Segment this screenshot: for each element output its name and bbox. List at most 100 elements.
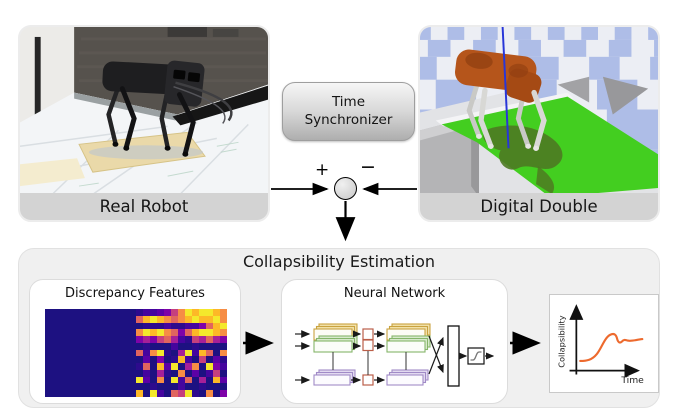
heatmap-cell	[136, 336, 143, 343]
heatmap-cell	[213, 322, 220, 330]
heatmap-cell	[87, 356, 94, 364]
heatmap-cell	[192, 349, 199, 357]
heatmap-cell	[220, 329, 227, 337]
digital-double-photo	[420, 27, 658, 197]
heatmap-cell	[94, 369, 101, 377]
heatmap-cell	[206, 315, 213, 323]
heatmap-cell	[101, 329, 108, 337]
heatmap-cell	[94, 315, 101, 323]
heatmap-cell	[150, 369, 157, 377]
heatmap-cell	[206, 376, 213, 384]
heatmap-cell	[157, 315, 164, 323]
heatmap-cell	[101, 383, 108, 391]
heatmap-cell	[136, 383, 143, 391]
heatmap-cell	[73, 356, 80, 364]
heatmap-cell	[143, 376, 150, 384]
heatmap-cell	[136, 309, 143, 316]
heatmap-cell	[73, 349, 80, 357]
heatmap-cell	[199, 349, 206, 357]
heatmap-cell	[59, 309, 66, 316]
time-synchronizer-box: Time Synchronizer	[282, 82, 415, 141]
heatmap-cell	[59, 376, 66, 384]
heatmap-cell	[143, 383, 150, 391]
heatmap-cell	[108, 309, 115, 316]
heatmap-cell	[45, 342, 52, 350]
heatmap-cell	[45, 376, 52, 384]
heatmap-cell	[199, 363, 206, 370]
heatmap-cell	[213, 349, 220, 357]
heatmap-cell	[87, 342, 94, 350]
collapsibility-curve	[579, 332, 644, 363]
heatmap-cell	[178, 315, 185, 323]
heatmap-cell	[199, 309, 206, 316]
heatmap-cell	[101, 336, 108, 343]
heatmap-cell	[108, 342, 115, 350]
heatmap-cell	[164, 309, 171, 316]
cross-arrows	[428, 335, 444, 375]
heatmap-cell	[129, 376, 136, 384]
heatmap-cell	[87, 322, 94, 330]
neural-network-label: Neural Network	[343, 286, 446, 301]
heatmap-cell	[45, 363, 52, 370]
heatmap-cell	[164, 315, 171, 323]
heatmap-cell	[94, 363, 101, 370]
estimation-title: Collapsibility Estimation	[242, 252, 436, 271]
heatmap-cell	[122, 315, 129, 323]
heatmap-cell	[66, 322, 73, 330]
heatmap-cell	[178, 356, 185, 364]
heatmap-cell	[220, 369, 227, 377]
heatmap-cell	[171, 329, 178, 337]
heatmap-cell	[80, 390, 87, 397]
heatmap-cell	[122, 369, 129, 377]
heatmap-cell	[171, 356, 178, 364]
heatmap-cell	[87, 363, 94, 370]
heatmap-cell	[94, 376, 101, 384]
heatmap-cell	[122, 390, 129, 397]
heatmap-cell	[192, 336, 199, 343]
heatmap-cell	[80, 342, 87, 350]
heatmap-cell	[80, 363, 87, 370]
heatmap-cell	[157, 322, 164, 330]
heatmap-cell	[73, 329, 80, 337]
heatmap-cell	[66, 309, 73, 316]
heatmap-cell	[178, 349, 185, 357]
heatmap-cell	[101, 349, 108, 357]
layer-stack-green-2	[386, 335, 431, 353]
heatmap-cell	[185, 390, 192, 397]
heatmap-cell	[129, 369, 136, 377]
heatmap-cell	[157, 363, 164, 370]
sigmoid-icon	[470, 351, 482, 361]
heatmap-cell	[45, 356, 52, 364]
heatmap-cell	[129, 390, 136, 397]
heatmap-cell	[52, 363, 59, 370]
heatmap-cell	[73, 390, 80, 397]
heatmap-cell	[136, 329, 143, 337]
heatmap-cell	[185, 315, 192, 323]
heatmap-cell	[122, 349, 129, 357]
layer-stack-purple-2	[386, 369, 429, 386]
sum-junction	[334, 177, 357, 200]
heatmap-cell	[199, 342, 206, 350]
heatmap-cell	[164, 342, 171, 350]
heatmap-cell	[59, 369, 66, 377]
heatmap-cell	[94, 322, 101, 330]
heatmap-cell	[59, 383, 66, 391]
heatmap-cell	[206, 383, 213, 391]
concat-vector	[447, 325, 460, 387]
heatmap-cell	[73, 376, 80, 384]
heatmap-cell	[108, 390, 115, 397]
heatmap-cell	[199, 329, 206, 337]
heatmap-cell	[157, 309, 164, 316]
heatmap-cell	[122, 336, 129, 343]
heatmap-cell	[59, 356, 66, 364]
heatmap-cell	[192, 342, 199, 350]
heatmap-cell	[94, 356, 101, 364]
heatmap-cell	[136, 369, 143, 377]
heatmap-cell	[150, 390, 157, 397]
heatmap-cell	[164, 329, 171, 337]
heatmap-cell	[178, 369, 185, 377]
heatmap-cell	[164, 322, 171, 330]
heatmap-cell	[199, 315, 206, 323]
heatmap-cell	[213, 356, 220, 364]
heatmap-cell	[66, 336, 73, 343]
